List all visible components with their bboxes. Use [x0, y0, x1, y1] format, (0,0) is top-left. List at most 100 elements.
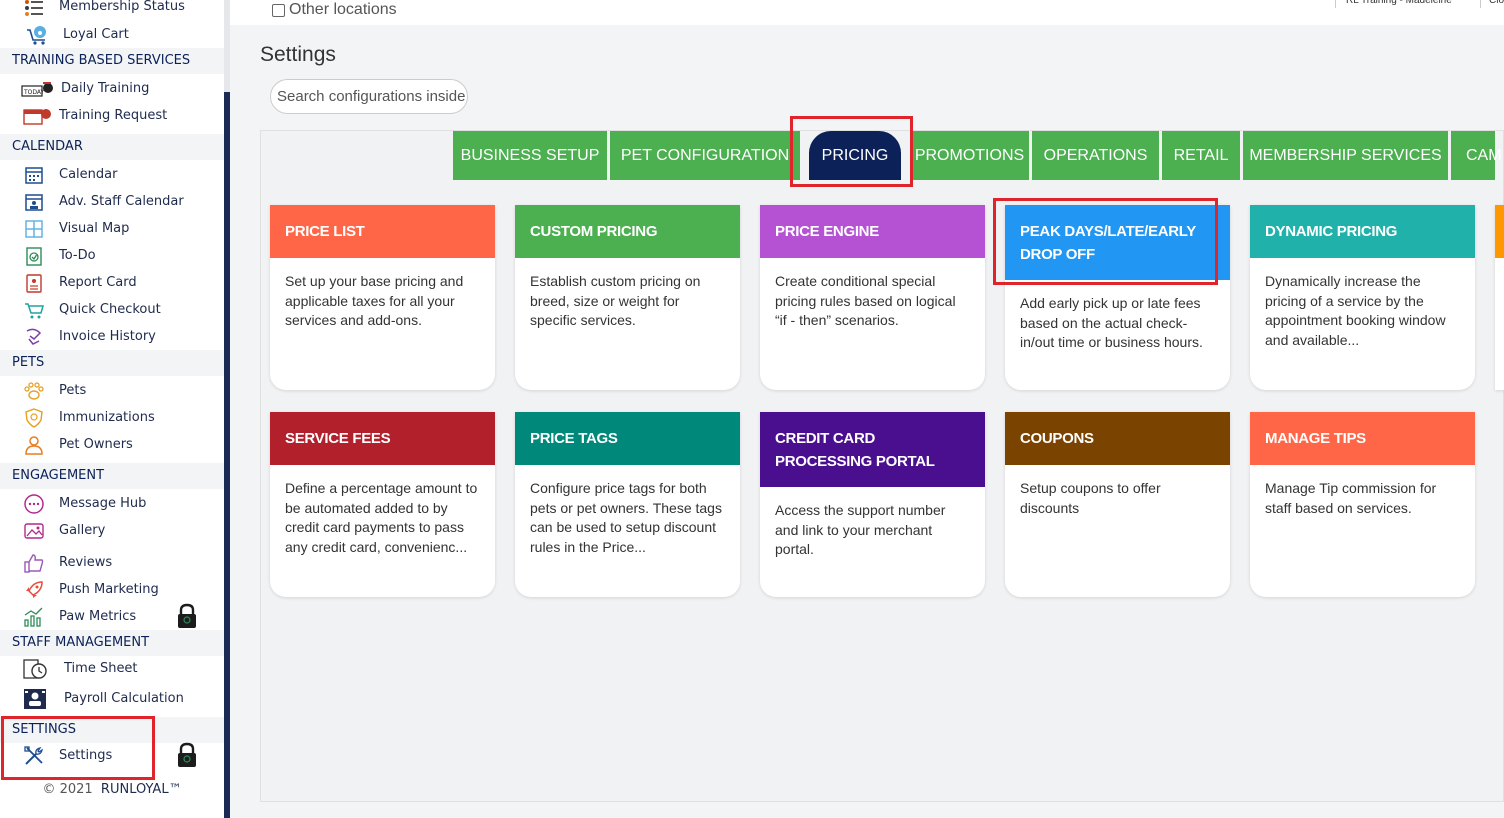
shield-icon [22, 406, 46, 430]
sidebar-item-label: Pets [59, 383, 87, 398]
page-title: Settings [260, 43, 336, 66]
sidebar-item-visual-map[interactable]: Visual Map [0, 215, 224, 242]
sidebar-scrollbar[interactable] [224, 0, 230, 818]
highlight-pricing-tab [790, 116, 913, 187]
sidebar-item-settings[interactable]: Settings [0, 742, 224, 769]
card-custom-pricing[interactable]: CUSTOM PRICING Establish custom pricing … [515, 205, 740, 390]
tab-pet-configuration[interactable]: PET CONFIGURATION [610, 131, 800, 180]
sidebar-item-loyal-cart[interactable]: Loyal Cart [0, 21, 224, 48]
card-dynamic-pricing[interactable]: DYNAMIC PRICING Dynamically increase the… [1250, 205, 1475, 390]
sidebar-item-label: Adv. Staff Calendar [59, 194, 184, 209]
card-service-fees[interactable]: SERVICE FEES Define a percentage amount … [270, 412, 495, 597]
other-locations-checkbox[interactable]: Other locations [272, 1, 397, 19]
card-price-list[interactable]: PRICE LIST Set up your base pricing and … [270, 205, 495, 390]
sidebar-item-calendar[interactable]: Calendar [0, 161, 224, 188]
sidebar-item-message-hub[interactable]: Message Hub [0, 490, 224, 517]
sidebar-item-pets[interactable]: Pets [0, 377, 224, 404]
tab-pricing[interactable]: PRICING [809, 131, 901, 180]
invoice-history-icon [22, 325, 46, 349]
sidebar-item-time-sheet[interactable]: Time Sheet [0, 655, 224, 682]
sidebar-item-quick-checkout[interactable]: Quick Checkout [0, 296, 224, 323]
cart-paw-icon [25, 23, 49, 47]
tools-icon [22, 744, 46, 768]
sidebar-item-label: To-Do [59, 248, 96, 263]
payroll-icon [21, 687, 49, 711]
card-description: Setup coupons to offer discounts [1020, 480, 1161, 516]
section-header-settings: SETTINGS [0, 717, 224, 743]
sidebar-scrollbar-thumb[interactable] [224, 92, 230, 818]
sidebar-item-label: Message Hub [59, 496, 147, 511]
sidebar-item-label: Invoice History [59, 329, 156, 344]
section-header-pets: PETS [0, 350, 224, 376]
card-price-engine[interactable]: PRICE ENGINE Create conditional special … [760, 205, 985, 390]
sidebar-item-label: Daily Training [61, 81, 150, 96]
sidebar-item-paw-metrics[interactable]: Paw Metrics [0, 603, 224, 630]
sidebar-item-label: Payroll Calculation [64, 691, 184, 706]
card-title: PRICE LIST [270, 205, 495, 258]
rocket-icon [22, 578, 46, 602]
sidebar-item-push-marketing[interactable]: Push Marketing [0, 576, 224, 603]
top-bar [230, 0, 1504, 25]
settings-tabs: BUSINESS SETUP PET CONFIGURATION PRICING… [453, 131, 1502, 180]
card-title: PRICE ENGINE [760, 205, 985, 258]
sidebar-item-report-card[interactable]: Report Card [0, 269, 224, 296]
sidebar-item-daily-training[interactable]: TODAY Daily Training [0, 75, 224, 102]
card-description: Access the support number and link to yo… [775, 502, 946, 558]
sidebar-item-label: Gallery [59, 523, 106, 538]
tab-membership-services[interactable]: MEMBERSHIP SERVICES [1243, 131, 1448, 180]
card-description: Establish custom pricing on breed, size … [530, 273, 701, 329]
sidebar-item-label: Membership Status [59, 0, 185, 14]
sidebar-item-to-do[interactable]: To-Do [0, 242, 224, 269]
copyright: © 2021 RUNLOYAL™ [0, 782, 224, 797]
card-description: Create conditional special pricing rules… [775, 273, 956, 329]
card-peak-days[interactable]: PEAK DAYS/LATE/EARLY DROP OFF Add early … [1005, 205, 1230, 390]
lock-icon [176, 742, 198, 768]
highlight-settings-sidebar [1, 716, 155, 780]
sidebar-item-training-request[interactable]: Training Request [0, 102, 224, 129]
sidebar-item-label: Visual Map [59, 221, 130, 236]
thumbs-up-icon [22, 551, 46, 575]
sidebar-item-label: Loyal Cart [63, 27, 129, 42]
card-title: PRICE TAGS [515, 412, 740, 465]
card-coupons[interactable]: COUPONS Setup coupons to offer discounts [1005, 412, 1230, 597]
sidebar-item-pet-owners[interactable]: Pet Owners [0, 431, 224, 458]
copyright-text: © 2021 [42, 782, 93, 797]
card-manage-tips[interactable]: MANAGE TIPS Manage Tip commission for st… [1250, 412, 1475, 597]
card-description: Configure price tags for both pets or pe… [530, 480, 722, 555]
card-title: MANAGE TIPS [1250, 412, 1475, 465]
sidebar-item-label: Time Sheet [64, 661, 138, 676]
sidebar-item-payroll-calculation[interactable]: Payroll Calculation [0, 685, 224, 712]
tab-promotions[interactable]: PROMOTIONS [910, 131, 1029, 180]
card-description: Dynamically increase the pricing of a se… [1265, 273, 1446, 348]
card-credit-card-processing[interactable]: CREDIT CARD PROCESSING PORTAL Access the… [760, 412, 985, 597]
card-description: Add early pick up or late fees based on … [1020, 295, 1203, 351]
card-partial-offscreen[interactable] [1495, 205, 1504, 390]
sidebar-item-gallery[interactable]: Gallery [0, 517, 224, 544]
sidebar-item-invoice-history[interactable]: Invoice History [0, 323, 224, 350]
sidebar-item-label: Calendar [59, 167, 118, 182]
cart-icon [22, 298, 46, 322]
search-input[interactable] [270, 79, 468, 114]
user-location-label[interactable]: RL Training - Madeleine [1335, 0, 1452, 8]
sidebar-item-label: Settings [59, 748, 113, 763]
sidebar-item-immunizations[interactable]: Immunizations [0, 404, 224, 431]
section-header-training: TRAINING BASED SERVICES [0, 48, 224, 74]
other-locations-label: Other locations [289, 1, 397, 18]
calendar-icon [22, 163, 46, 187]
header-overflow-label[interactable]: Clo [1480, 0, 1504, 8]
sidebar-item-label: Report Card [59, 275, 137, 290]
sidebar-item-membership-status[interactable]: Membership Status [0, 0, 224, 20]
sidebar-item-label: Push Marketing [59, 582, 159, 597]
card-title: DYNAMIC PRICING [1250, 205, 1475, 258]
today-whistle-icon: TODAY [21, 77, 55, 101]
card-price-tags[interactable]: PRICE TAGS Configure price tags for both… [515, 412, 740, 597]
tab-business-setup[interactable]: BUSINESS SETUP [453, 131, 607, 180]
sidebar-item-reviews[interactable]: Reviews [0, 549, 224, 576]
sidebar-item-adv-staff-calendar[interactable]: Adv. Staff Calendar [0, 188, 224, 215]
bar-chart-icon [22, 605, 46, 629]
tab-cam[interactable]: CAM [1451, 131, 1502, 180]
tab-operations[interactable]: OPERATIONS [1032, 131, 1159, 180]
tab-retail[interactable]: RETAIL [1162, 131, 1240, 180]
checkbox-box[interactable] [272, 3, 285, 17]
chat-icon [22, 492, 46, 516]
